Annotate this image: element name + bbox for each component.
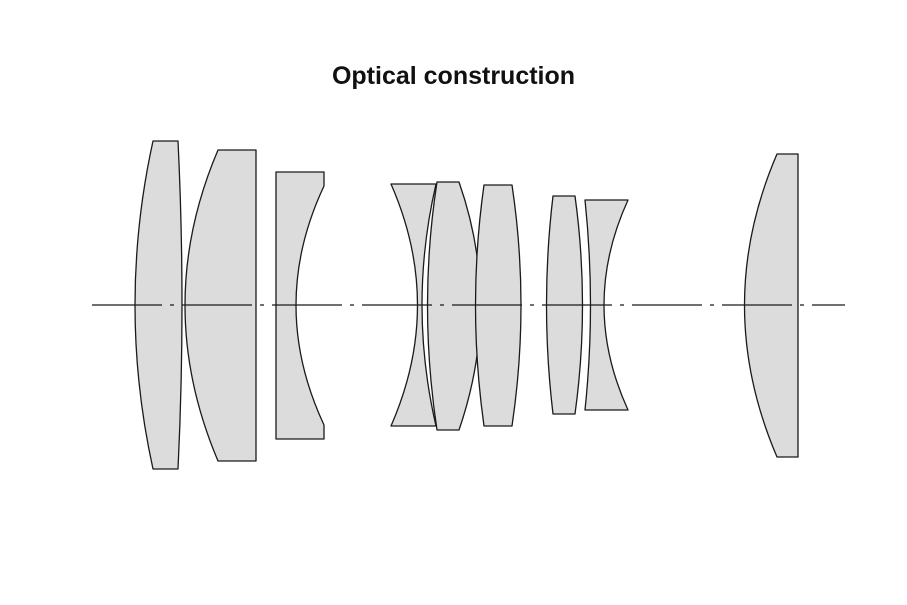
lens-element-5: [426, 181, 482, 431]
lens-element-4: [390, 183, 437, 427]
lens-element-8: [584, 199, 629, 411]
lens-element-3: [275, 171, 325, 440]
diagram-title: Optical construction: [331, 62, 576, 90]
